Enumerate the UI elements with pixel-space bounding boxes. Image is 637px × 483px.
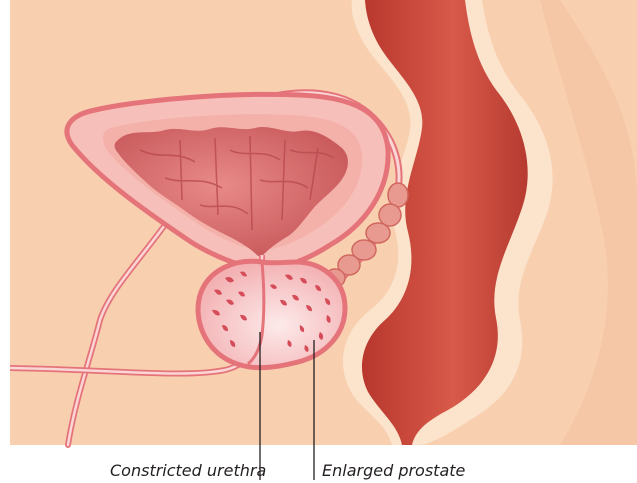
prostate	[198, 261, 345, 367]
urethra-label: Constricted urethra	[110, 461, 266, 480]
prostate-label: Enlarged prostate	[322, 461, 465, 480]
